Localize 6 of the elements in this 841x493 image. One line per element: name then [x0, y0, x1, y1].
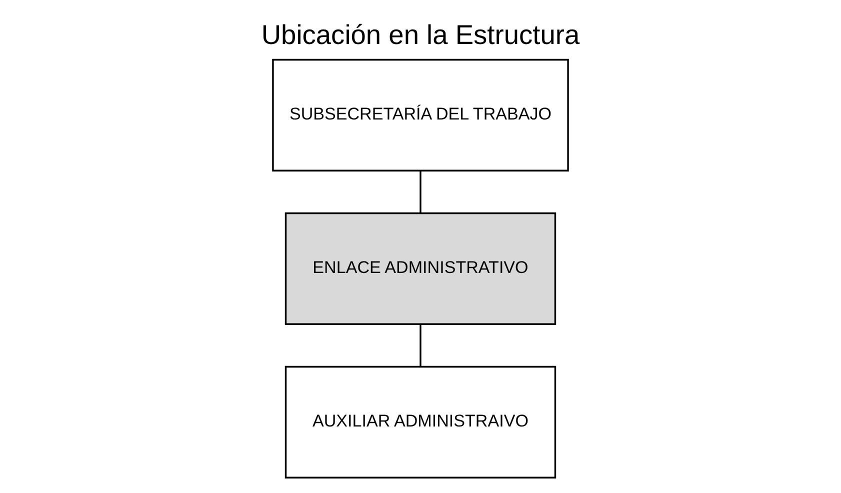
node-box: SUBSECRETARÍA DEL TRABAJO: [272, 58, 569, 172]
node-box: AUXILIAR ADMINISTRAIVO: [284, 366, 556, 478]
node-box: ENLACE ADMINISTRATIVO: [284, 212, 556, 325]
connector: [420, 324, 422, 366]
diagram-title: Ubicación en la Estructura: [261, 19, 580, 50]
connector: [420, 171, 422, 213]
